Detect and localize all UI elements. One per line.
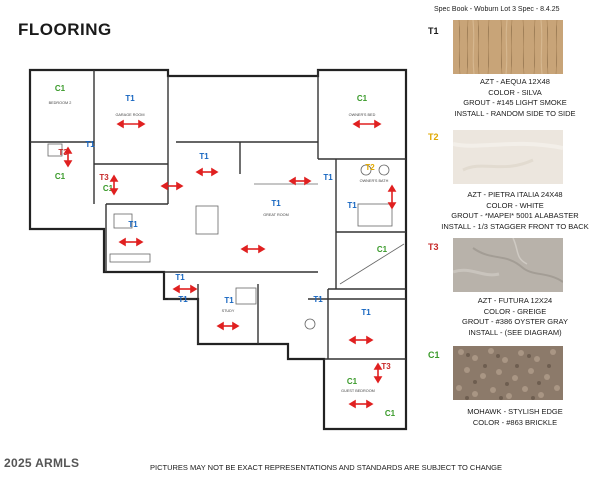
svg-text:T1: T1 [128,220,138,229]
spec-header: Spec Book - Woburn Lot 3 Spec - 8.4.25 [434,6,560,13]
svg-text:T2: T2 [365,163,375,172]
room-name: BEDROOM 2 [49,101,72,105]
floor-plan: BEDROOM 2 GARAGE ROOM OWNER'S BED GREAT … [28,68,408,431]
page-title: FLOORING [18,20,112,39]
svg-text:T3: T3 [58,148,68,157]
svg-text:T1: T1 [323,173,333,182]
room-name: STUDY [222,309,235,313]
room-name: GARAGE ROOM [115,113,144,117]
material-code-c1: C1 [428,350,440,360]
svg-text:T1: T1 [175,273,185,282]
room-name: OWNER'S BATH [360,179,389,183]
material-code-t1: T1 [428,26,439,36]
svg-text:T1: T1 [224,296,234,305]
carpet-swatch [453,346,563,400]
svg-text:T1: T1 [199,152,209,161]
material-code-t2: T2 [428,132,439,142]
svg-text:C1: C1 [55,172,66,181]
svg-text:T1: T1 [178,295,188,304]
white-stone-swatch [452,130,564,184]
room-name: GREAT ROOM [263,213,289,217]
svg-text:C1: C1 [377,245,388,254]
svg-text:T1: T1 [347,201,357,210]
svg-text:C1: C1 [347,377,358,386]
greige-stone-swatch [452,237,564,292]
svg-text:T1: T1 [125,94,135,103]
svg-text:T1: T1 [271,199,281,208]
svg-text:C1: C1 [385,409,396,418]
copyright-watermark: 2025 ARMLS [4,456,80,470]
room-name: GUEST BEDROOM [341,389,375,393]
svg-text:T1: T1 [85,140,95,149]
disclaimer: PICTURES MAY NOT BE EXACT REPRESENTATION… [150,463,503,472]
svg-text:C1: C1 [103,184,114,193]
room-name: OWNER'S BED [349,113,376,117]
svg-text:T3: T3 [99,173,109,182]
material-code-t3: T3 [428,242,439,252]
wood-swatch [453,19,563,75]
svg-text:T3: T3 [381,362,391,371]
svg-text:C1: C1 [357,94,368,103]
svg-text:T1: T1 [361,308,371,317]
svg-text:T1: T1 [313,295,323,304]
svg-text:C1: C1 [55,84,66,93]
